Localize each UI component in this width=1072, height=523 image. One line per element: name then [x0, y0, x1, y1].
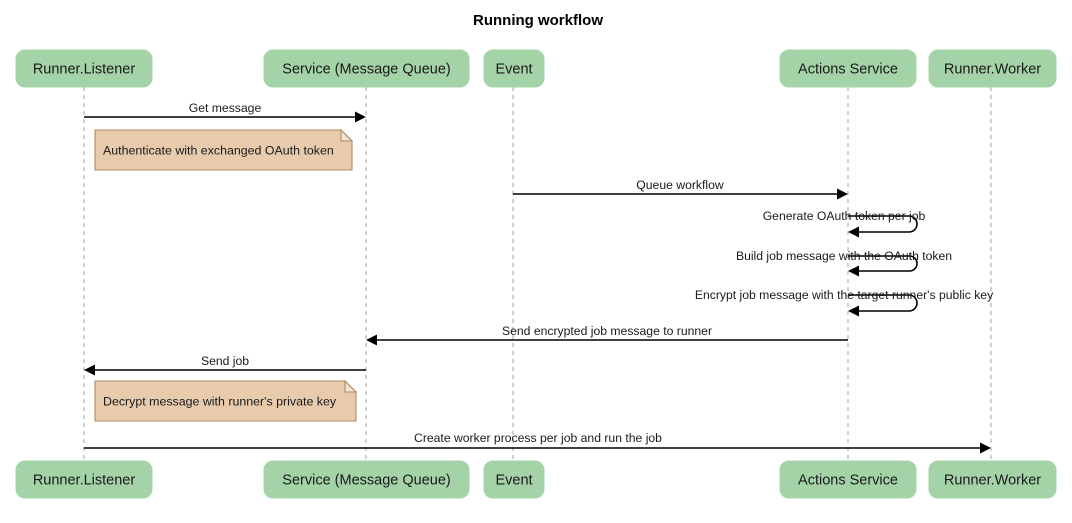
participant-runner-worker-top[interactable]: Runner.Worker — [928, 49, 1057, 88]
arrow-head — [355, 111, 366, 123]
arrow-head — [848, 305, 859, 317]
note-body — [94, 129, 353, 171]
message-label: Create worker process per job and run th… — [414, 431, 662, 445]
participant-actions-service-top[interactable]: Actions Service — [779, 49, 917, 88]
notes-layer: Authenticate with exchanged OAuth tokenD… — [94, 128, 358, 422]
page-title: Running workflow — [473, 12, 603, 29]
note-authenticate[interactable]: Authenticate with exchanged OAuth token — [94, 128, 354, 171]
message-label: Generate OAuth token per job — [763, 209, 926, 223]
arrow-head — [848, 226, 859, 238]
message-path — [848, 255, 918, 272]
participant-label: Runner.Worker — [944, 61, 1041, 77]
message-path — [848, 215, 918, 233]
participant-label: Event — [495, 472, 532, 488]
message-send-job[interactable]: Send job — [84, 354, 366, 376]
message-get-message[interactable]: Get message — [84, 101, 366, 123]
note-label: Decrypt message with runner's private ke… — [103, 394, 337, 408]
participant-runner-listener-top[interactable]: Runner.Listener — [15, 49, 153, 88]
participant-label: Actions Service — [798, 61, 898, 77]
participant-box — [779, 460, 917, 499]
arrow-head — [837, 188, 848, 200]
participant-actions-service-bottom[interactable]: Actions Service — [779, 460, 917, 499]
message-label: Send encrypted job message to runner — [502, 324, 712, 338]
message-generate-oauth-token[interactable]: Generate OAuth token per job — [763, 209, 926, 238]
message-queue-workflow[interactable]: Queue workflow — [513, 178, 848, 200]
note-decrypt[interactable]: Decrypt message with runner's private ke… — [94, 379, 358, 422]
participant-event-bottom[interactable]: Event — [483, 460, 545, 499]
message-label: Encrypt job message with the target runn… — [695, 288, 994, 302]
participant-box — [15, 460, 153, 499]
participants-footer-layer: Runner.Listener Service (Message Queue) Ev… — [15, 460, 1057, 499]
participant-box — [263, 460, 470, 499]
participant-label: Runner.Worker — [944, 472, 1041, 488]
participant-box — [15, 49, 153, 88]
participant-box — [483, 460, 545, 499]
participant-label: Event — [495, 61, 532, 77]
note-fold-corner — [340, 128, 354, 142]
lifelines-layer — [83, 87, 992, 461]
participant-box — [928, 460, 1057, 499]
message-build-job-message[interactable]: Build job message with the OAuth token — [736, 249, 952, 277]
participant-runner-worker-bottom[interactable]: Runner.Worker — [928, 460, 1057, 499]
message-create-worker-process[interactable]: Create worker process per job and run th… — [84, 431, 991, 454]
participant-event-top[interactable]: Event — [483, 49, 545, 88]
participant-box — [779, 49, 917, 88]
arrow-head — [366, 334, 377, 346]
message-encrypt-job-message[interactable]: Encrypt job message with the target runn… — [695, 288, 994, 317]
note-fold-corner — [344, 379, 358, 393]
participant-box — [928, 49, 1057, 88]
participant-label: Actions Service — [798, 472, 898, 488]
participant-box — [263, 49, 470, 88]
note-label: Authenticate with exchanged OAuth token — [103, 143, 334, 157]
participant-runner-listener-bottom[interactable]: Runner.Listener — [15, 460, 153, 499]
message-label: Send job — [201, 354, 249, 368]
message-send-encrypted-job-message[interactable]: Send encrypted job message to runner — [366, 324, 848, 346]
participant-label: Runner.Listener — [33, 472, 136, 488]
message-label: Build job message with the OAuth token — [736, 249, 952, 263]
arrow-head — [980, 442, 991, 454]
note-body — [94, 380, 357, 422]
participant-box — [483, 49, 545, 88]
arrow-head — [84, 364, 95, 376]
participant-label: Service (Message Queue) — [282, 472, 450, 488]
participants-header-layer: Runner.Listener Service (Message Queue) Ev… — [15, 49, 1057, 88]
message-path — [848, 294, 918, 312]
arrow-head — [848, 265, 859, 277]
participant-service-mq-bottom[interactable]: Service (Message Queue) — [263, 460, 470, 499]
participant-label: Runner.Listener — [33, 61, 136, 77]
participant-service-mq-top[interactable]: Service (Message Queue) — [263, 49, 470, 88]
message-label: Get message — [189, 101, 262, 115]
participant-label: Service (Message Queue) — [282, 61, 450, 77]
message-label: Queue workflow — [636, 178, 724, 192]
